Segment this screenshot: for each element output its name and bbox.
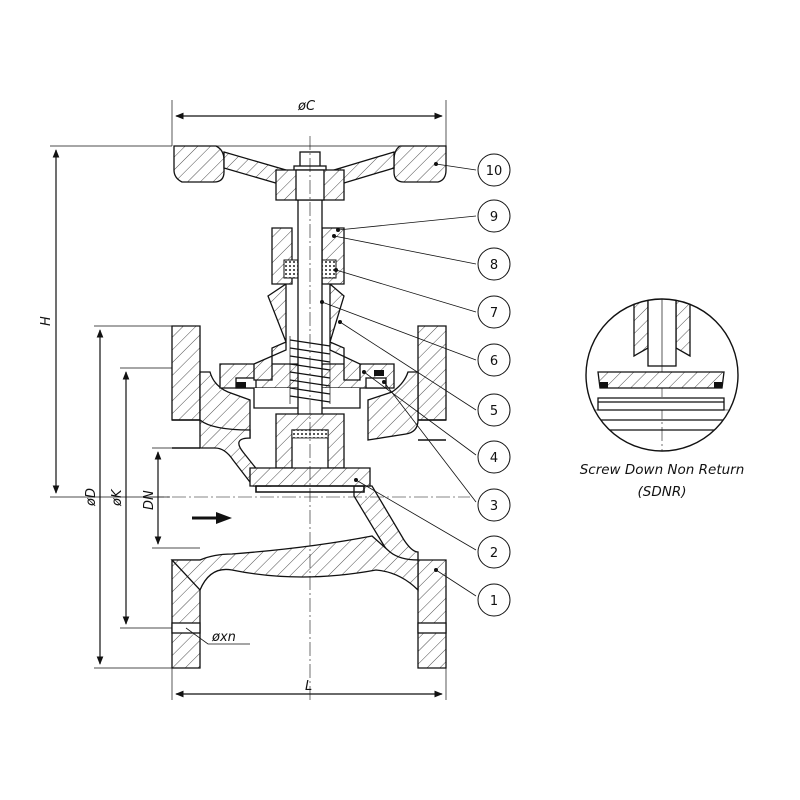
- svg-text:4: 4: [490, 451, 498, 466]
- dim-label-k: øK: [110, 488, 125, 507]
- svg-text:9: 9: [490, 210, 498, 225]
- flow-direction-arrow: [192, 512, 232, 524]
- svg-text:3: 3: [490, 499, 498, 514]
- svg-text:7: 7: [490, 306, 498, 321]
- dim-label-c: øC: [297, 99, 316, 114]
- part-number-6: 6: [477, 343, 511, 377]
- part-number-1: 1: [477, 583, 511, 617]
- detail-caption-abbrev: (SDNR): [638, 484, 687, 500]
- svg-text:10: 10: [486, 164, 503, 179]
- dim-label-d: øD: [84, 488, 99, 507]
- part-number-10: 10: [477, 153, 511, 187]
- valve-body: [170, 325, 447, 669]
- part-number-4: 4: [477, 440, 511, 474]
- dim-label-dn: DN: [142, 490, 157, 510]
- center-lines: [150, 136, 470, 700]
- svg-text:1: 1: [490, 594, 498, 609]
- part-leaders: [320, 162, 477, 597]
- dimension-lines: [50, 100, 447, 700]
- dim-label-xn: øxn: [211, 630, 236, 645]
- part-number-3: 3: [477, 488, 511, 522]
- detail-caption-title: Screw Down Non Return: [580, 462, 745, 478]
- part-number-8: 8: [477, 247, 511, 281]
- svg-text:8: 8: [490, 258, 498, 273]
- svg-text:2: 2: [490, 546, 498, 561]
- svg-text:6: 6: [490, 354, 498, 369]
- svg-text:5: 5: [490, 404, 498, 419]
- part-number-2: 2: [477, 535, 511, 569]
- sdnr-detail: [585, 298, 739, 452]
- part-number-7: 7: [477, 295, 511, 329]
- dim-label-h: H: [39, 316, 54, 326]
- part-number-5: 5: [477, 393, 511, 427]
- part-number-9: 9: [477, 199, 511, 233]
- dim-label-l: L: [305, 679, 312, 694]
